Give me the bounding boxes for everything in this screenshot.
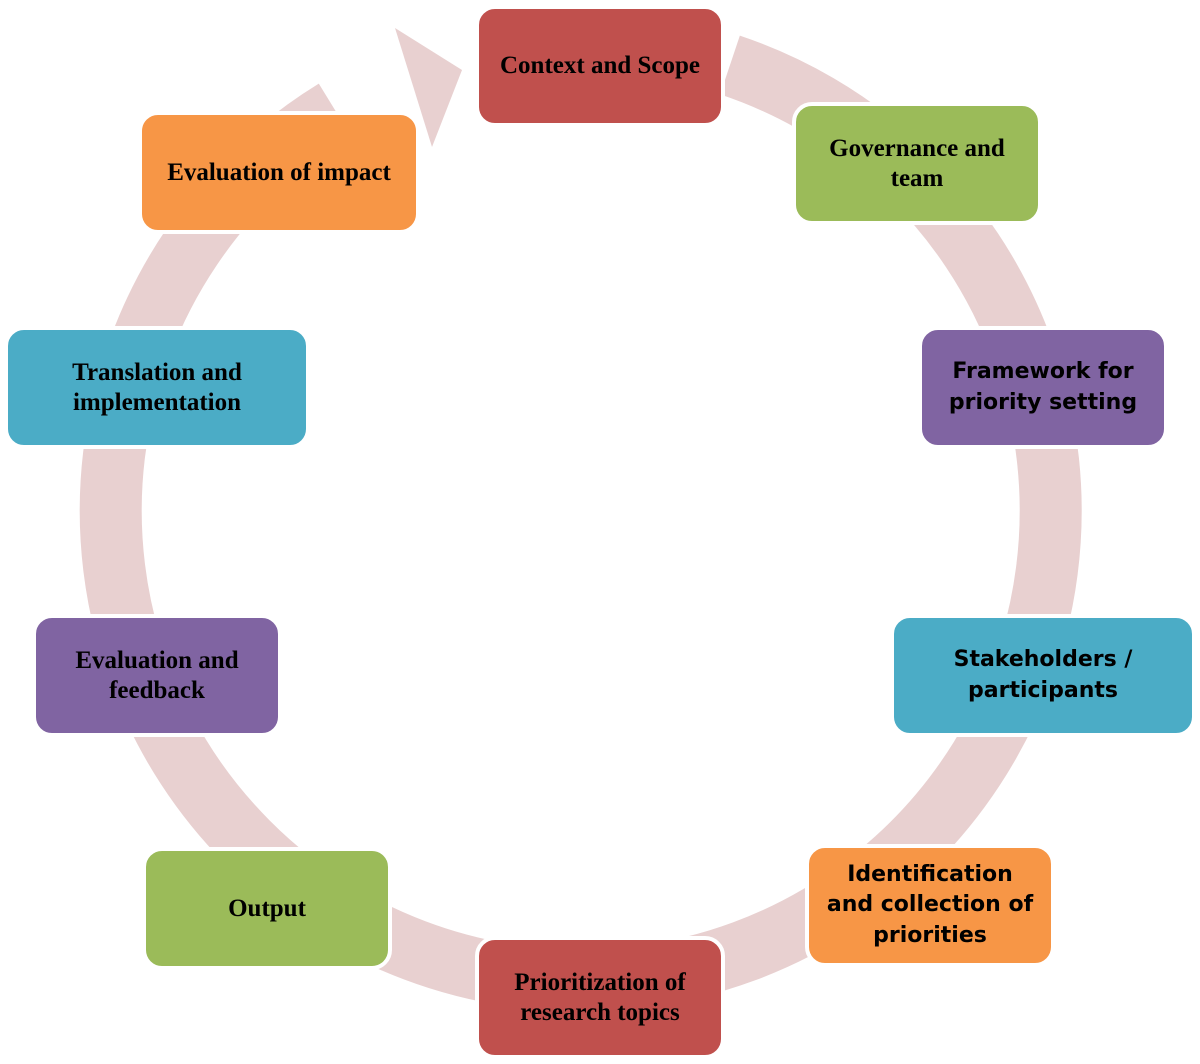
step-evaluation-and-feedback: Evaluation and feedback <box>32 614 282 737</box>
step-identification-and-collection: Identification and collection of priorit… <box>805 844 1055 967</box>
step-framework-for-priority-setting: Framework for priority setting <box>918 326 1168 449</box>
step-context-and-scope: Context and Scope <box>475 5 725 127</box>
step-prioritization-of-research-topics: Prioritization of research topics <box>475 936 725 1059</box>
step-label: Evaluation and feedback <box>75 646 239 704</box>
step-label: Translation and implementation <box>72 358 242 416</box>
step-label: Context and Scope <box>499 52 700 79</box>
step-output: Output <box>142 847 392 970</box>
step-label: Framework for priority setting <box>948 359 1138 415</box>
step-governance-and-team: Governance and team <box>792 102 1042 225</box>
step-stakeholders-participants: Stakeholders / participants <box>890 614 1196 737</box>
step-label: Governance and team <box>829 134 1005 192</box>
step-evaluation-of-impact: Evaluation of impact <box>138 111 420 234</box>
step-translation-and-implementation: Translation and implementation <box>4 326 310 449</box>
cycle-arrow-head <box>395 28 462 147</box>
step-label: Evaluation of impact <box>167 158 391 186</box>
step-label: Stakeholders / participants <box>953 647 1133 703</box>
step-label: Identification and collection of priorit… <box>826 861 1034 948</box>
step-label: Output <box>228 894 306 922</box>
step-label: Prioritization of research topics <box>514 968 686 1026</box>
